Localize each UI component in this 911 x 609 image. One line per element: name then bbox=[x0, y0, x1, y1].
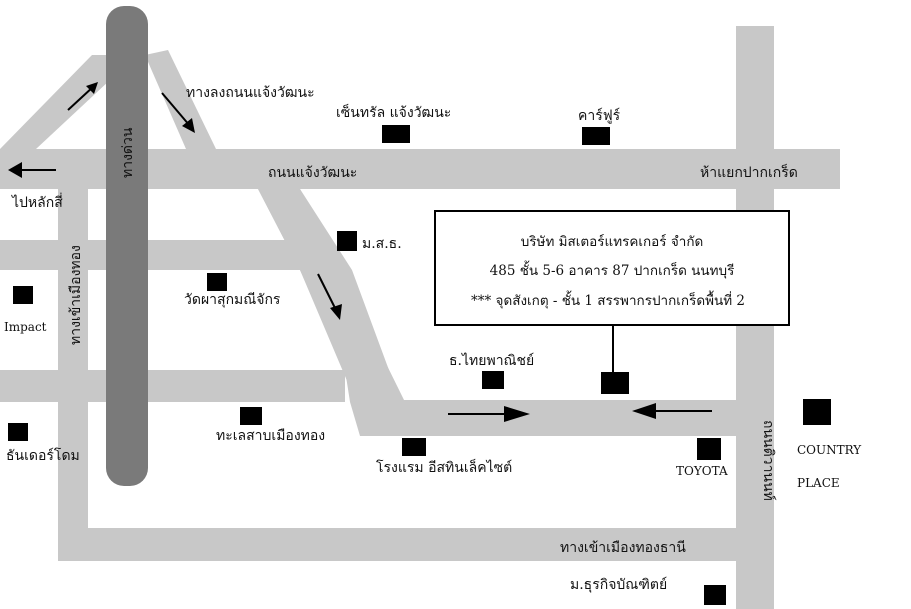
location-marker-icon bbox=[482, 371, 504, 389]
road-upper-middle bbox=[0, 240, 300, 270]
location-marker-icon bbox=[240, 407, 262, 425]
location-marker-icon bbox=[8, 423, 28, 441]
road-bottom bbox=[58, 528, 774, 561]
label-country-place-2: PLACE bbox=[797, 476, 840, 490]
label-hotel: โรงแรม อีสทินเล็คไซต์ bbox=[376, 458, 512, 476]
road-diagonal-joint bbox=[345, 370, 405, 436]
road-tiwanon-cap bbox=[736, 26, 774, 46]
info-box-line1: บริษัท มิสเตอร์แทรคเกอร์ จำกัด bbox=[521, 233, 704, 250]
direction-arrow-icon bbox=[161, 92, 195, 133]
label-central: เซ็นทรัล แจ้งวัฒนะ bbox=[336, 103, 451, 121]
label-chaeng-watthana-rd: ถนนแจ้งวัฒนะ bbox=[268, 165, 357, 181]
location-marker-icon bbox=[337, 231, 357, 251]
label-exit-to-chaeng: ทางลงถนนแจ้งวัฒนะ bbox=[186, 85, 315, 101]
label-to-lak-si: ไปหลักสี่ bbox=[11, 193, 63, 211]
direction-arrow-icon bbox=[632, 403, 712, 419]
road-lower-middle bbox=[0, 370, 345, 402]
label-toyota: TOYOTA bbox=[676, 464, 728, 478]
label-muang-thong-entry: ทางเข้าเมืองทอง bbox=[68, 245, 84, 345]
info-box-line3: *** จุดสังเกตุ - ชั้น 1 สรรพากรปากเกร็ดพ… bbox=[471, 290, 745, 309]
location-marker-icon bbox=[582, 127, 610, 145]
label-expressway: ทางด่วน bbox=[120, 127, 136, 178]
info-box bbox=[434, 210, 790, 326]
road-exit-ramp-right bbox=[145, 50, 216, 149]
location-marker-icon bbox=[601, 372, 629, 394]
location-marker-icon bbox=[704, 585, 726, 605]
road-ramp-left bbox=[0, 55, 110, 149]
location-marker-icon bbox=[13, 286, 33, 304]
direction-arrow-icon bbox=[67, 82, 98, 111]
road-building-access bbox=[360, 400, 774, 436]
label-pak-kret-junction: ห้าแยกปากเกร็ด bbox=[700, 163, 798, 181]
location-marker-icon bbox=[382, 125, 410, 143]
label-lake: ทะเลสาบเมืองทอง bbox=[216, 428, 325, 444]
location-marker-icon bbox=[697, 438, 721, 460]
label-university: ม.ธุรกิจบัณฑิตย์ bbox=[570, 576, 667, 593]
label-wat: วัดผาสุกมณีจักร bbox=[184, 292, 281, 308]
label-muang-thong-thani-entry: ทางเข้าเมืองทองธานี bbox=[560, 540, 686, 556]
expressway bbox=[106, 6, 148, 486]
direction-arrow-icon bbox=[448, 406, 530, 422]
direction-arrow-icon bbox=[8, 162, 56, 178]
label-carrefour: คาร์ฟูร์ bbox=[578, 107, 621, 124]
label-impact: Impact bbox=[4, 320, 47, 334]
label-tiwanon-rd: ถนนติวานนท์ bbox=[760, 420, 777, 501]
location-marker-icon bbox=[803, 399, 831, 425]
road-diagonal-body bbox=[258, 189, 405, 402]
label-scb: ธ.ไทยพาณิชย์ bbox=[449, 352, 534, 369]
label-country-place-1: COUNTRY bbox=[797, 443, 862, 457]
location-marker-icon bbox=[207, 273, 227, 291]
label-stou: ม.ส.ธ. bbox=[362, 236, 402, 252]
label-thunder-dome: ธันเดอร์โดม bbox=[6, 447, 80, 464]
info-box-line2: 485 ชั้น 5-6 อาคาร 87 ปากเกร็ด นนทบุรี bbox=[490, 260, 735, 279]
road-network bbox=[0, 26, 840, 609]
road-muang-thong-vertical bbox=[58, 189, 88, 561]
direction-arrow-icon bbox=[317, 273, 342, 320]
location-marker-icon bbox=[402, 438, 426, 456]
